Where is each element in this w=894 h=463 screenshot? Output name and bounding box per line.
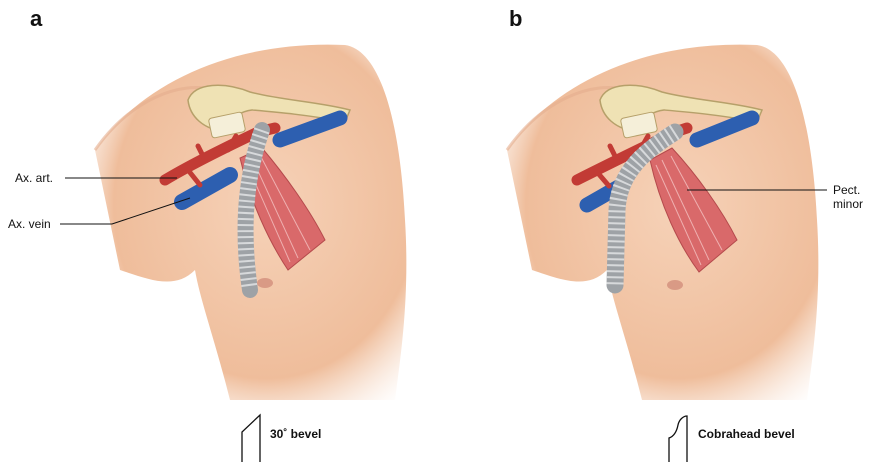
label-axillary-artery: Ax. art. [15,171,53,185]
label-pectoralis-minor-line2: minor [833,197,863,211]
caption-a: 30˚ bevel [270,427,321,441]
nipple [257,278,273,288]
panel-b: b Pect. minor Cobrahead [447,0,894,463]
chest-illustration-b [447,0,894,463]
chest-illustration-a [0,0,447,463]
panel-a: a [0,0,447,463]
label-pectoralis-minor-line1: Pect. [833,183,860,197]
nipple [667,280,683,290]
caption-b: Cobrahead bevel [698,427,795,441]
label-axillary-vein: Ax. vein [8,217,51,231]
